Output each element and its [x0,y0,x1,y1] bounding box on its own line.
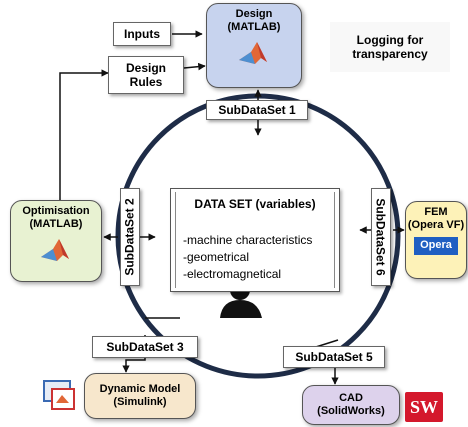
matlab-logo-icon [239,42,267,65]
logging-label: Logging for transparency [330,22,450,72]
solidworks-logo: SW [405,392,443,422]
design-matlab-box: Design (MATLAB) [206,3,302,88]
subdataset-1-label: SubDataSet 1 [206,100,308,120]
matlab-logo-icon [41,239,69,262]
dataset-item: -electromagnetical [183,267,282,281]
dynamic-model-box: Dynamic Model (Simulink) [84,373,196,419]
dataset-item: -machine characteristics [183,233,313,247]
subdataset-3-label: SubDataSet 3 [92,336,198,358]
cad-solidworks-box: CAD (SolidWorks) [302,385,400,425]
design-rules-box: Design Rules [108,56,184,94]
dataset-inner-border [175,192,335,288]
dataset-item: -geometrical [183,250,250,264]
simulink-logo-icon [43,380,75,410]
dataset-title: DATA SET (variables) [194,197,316,211]
opera-logo: Opera [414,237,458,255]
subdataset-6-label: SubDataSet 6 [371,188,391,286]
subdataset-2-label: SubDataSet 2 [120,188,140,286]
dataset-box: DATA SET (variables) -machine characteri… [170,188,340,292]
fem-opera-box: FEM (Opera VF) Opera [405,201,467,279]
optimisation-matlab-box: Optimisation (MATLAB) [10,200,102,282]
inputs-box: Inputs [113,22,171,46]
subdataset-5-label: SubDataSet 5 [283,346,385,368]
